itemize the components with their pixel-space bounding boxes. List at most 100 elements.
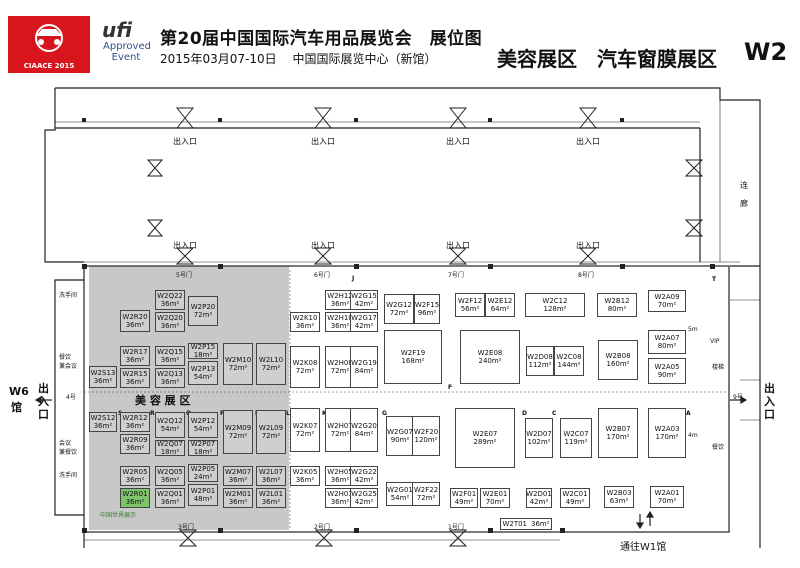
restroom-label: 洗手间 [59, 292, 78, 299]
exit-label: 出 [764, 382, 775, 395]
column-label: T [712, 276, 717, 283]
ciaace-logo: CIAACE 2015 [8, 16, 90, 73]
zone-title: 美容展区 汽车窗膜展区 [497, 47, 717, 71]
w6-label: W6 [9, 385, 29, 398]
entrance-label: 出入口 [311, 137, 335, 146]
watermark: 中国世界展示 [100, 512, 137, 519]
gate-label: 6号门 [314, 272, 330, 279]
column-label: K [322, 410, 327, 417]
door-label: 4号 [66, 394, 76, 401]
ufi-logo: ufi [102, 18, 132, 42]
to-w1-label: 通往W1馆 [620, 542, 667, 553]
entrance-label: 出入口 [576, 137, 600, 146]
entrance-label: 出入口 [173, 241, 197, 250]
restroom-label: 洗手间 [59, 472, 78, 479]
dim-label: 4m [688, 432, 698, 439]
entrance-label: 出入口 [446, 241, 470, 250]
gate-label: 8号门 [578, 272, 594, 279]
gate-label: 3号门 [178, 524, 194, 531]
column-label: J [352, 275, 355, 282]
column-label: L [286, 410, 290, 417]
entrance-label: 出入口 [311, 241, 335, 250]
dining-label: 餐饮 [712, 444, 725, 451]
ufi-subtitle: Approved Event [103, 41, 151, 63]
